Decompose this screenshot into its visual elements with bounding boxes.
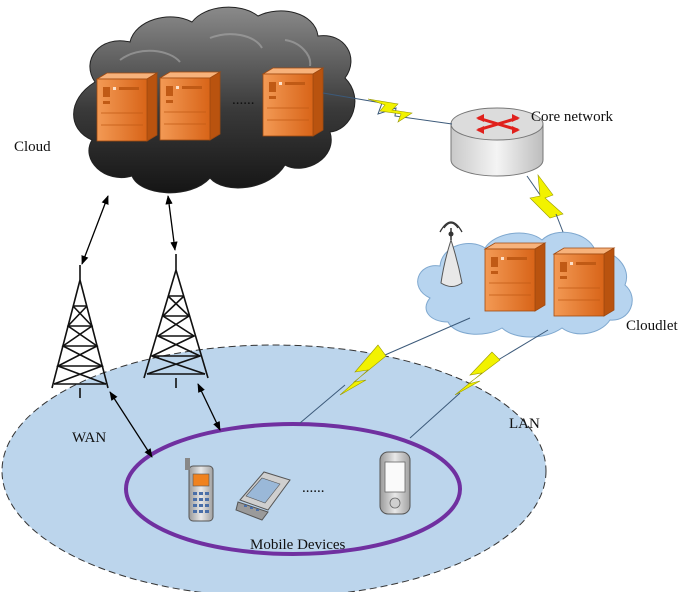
arrow-tower-right-to-devices xyxy=(197,383,221,431)
cloud-server-1 xyxy=(96,72,158,142)
link-cloudlet-to-lan-lightning-2 xyxy=(409,329,549,439)
link-cloud-to-core-lightning xyxy=(322,92,453,125)
cell-tower-icon-right xyxy=(143,254,209,388)
link-cloudlet-to-lan-lightning-1 xyxy=(299,317,471,424)
cloudlet-server-2 xyxy=(553,247,615,317)
cloud-server-3 xyxy=(262,67,324,137)
arrow-tower-left-to-devices xyxy=(109,391,153,458)
arrow-cloud-to-tower-right xyxy=(165,195,178,251)
feature-phone-icon xyxy=(185,458,214,522)
cloudlet-label: Cloudlet xyxy=(626,318,678,334)
device-ellipsis: ...... xyxy=(302,480,325,496)
flip-phone-icon xyxy=(235,471,291,521)
router-icon xyxy=(450,107,544,177)
pda-icon xyxy=(379,451,411,515)
cloud-server-2 xyxy=(159,71,221,141)
cell-tower-icon-left xyxy=(51,265,109,398)
lan-label: LAN xyxy=(509,416,540,432)
cloud-label: Cloud xyxy=(14,139,51,155)
mobile-devices-label: Mobile Devices xyxy=(250,537,346,553)
arrow-cloud-to-tower-left xyxy=(81,195,109,265)
core-network-label: Core network xyxy=(531,109,614,125)
server-ellipsis: ...... xyxy=(232,92,255,108)
wan-label: WAN xyxy=(72,430,106,446)
cloudlet-server-1 xyxy=(484,242,546,312)
link-core-to-cloudlet-lightning xyxy=(526,173,564,233)
wireless-access-point-icon xyxy=(439,221,463,287)
mobile-devices-ring xyxy=(124,422,462,556)
